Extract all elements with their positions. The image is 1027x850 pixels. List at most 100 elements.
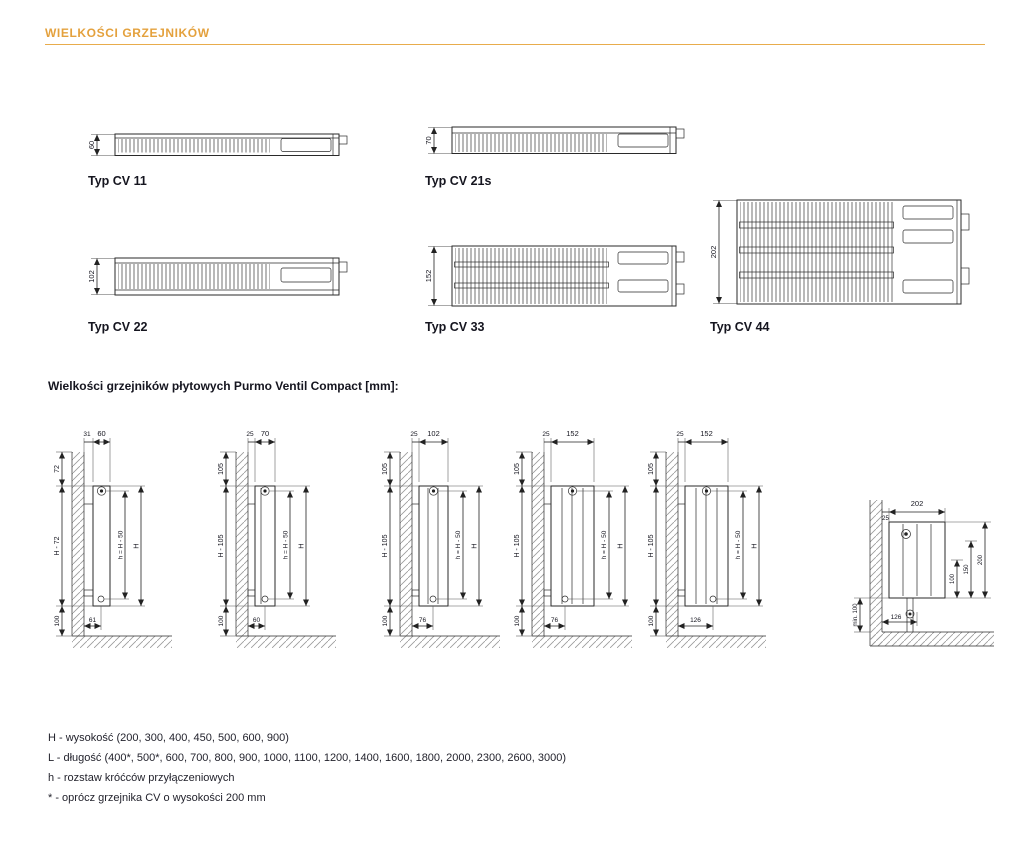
dim-mid-height: 150 — [964, 564, 970, 575]
depth-dimension: 102 — [87, 258, 115, 295]
dim-top-drop: 72 — [54, 465, 61, 473]
dim-wall-offset: 25 — [246, 431, 254, 438]
dim-label: 70 — [424, 136, 433, 144]
dim-floor-gap: 100 — [218, 615, 225, 626]
radiator-panel — [411, 485, 449, 607]
legend-connection-spacing: h - rozstaw króćców przyłączeniowych — [48, 772, 235, 784]
dim-total-height: H — [297, 543, 306, 548]
radiator-body — [451, 245, 685, 307]
dim-label: 60 — [87, 141, 96, 149]
dim-depth: 126 — [690, 617, 701, 624]
dim-label: 152 — [424, 270, 433, 283]
legend: H - wysokość (200, 300, 400, 450, 500, 6… — [48, 732, 566, 812]
radiator-panel — [677, 485, 729, 607]
dim-top-drop: 105 — [218, 463, 225, 475]
dim-wall-offset: 25 — [542, 431, 550, 438]
dim-top-drop: 105 — [648, 463, 655, 475]
dim-wall-offset: 25 — [410, 431, 418, 438]
diagram-cv33-section: 152 — [424, 245, 685, 307]
dim-left-span: H - 105 — [648, 534, 655, 557]
dimensions: 102 25 105 H - 105 100 h = H - 50 H 76 — [382, 429, 483, 637]
type-label-cv44: Typ CV 44 — [710, 320, 770, 334]
convector-fins — [455, 248, 607, 304]
convector-fins — [455, 134, 607, 152]
page-title: WIELKOŚCI GRZEJNIKÓW — [45, 26, 210, 40]
dim-top-width: 70 — [261, 429, 269, 438]
radiator-panel — [247, 485, 276, 607]
header-divider — [45, 44, 985, 45]
dim-depth: 61 — [89, 617, 97, 624]
dim-total-height: H — [132, 543, 141, 548]
dim-total-height: H — [470, 543, 479, 548]
dimensions: 202 25 100 150 200 min. 100 126 — [853, 499, 991, 633]
type-label-cv22: Typ CV 22 — [88, 320, 148, 334]
convector-fins — [118, 264, 270, 289]
convector-fins — [118, 139, 270, 153]
dim-wall-offset: 25 — [676, 431, 684, 438]
type-label-cv11: Typ CV 11 — [88, 174, 147, 188]
dim-top-width: 60 — [97, 429, 105, 438]
dim-conn-spacing: h = H - 50 — [601, 530, 608, 559]
radiator-panel — [543, 485, 595, 607]
diagram-side-cv33: 152 25 105 H - 105 100 h = H - 50 H 76 — [514, 429, 632, 648]
dim-conn-spacing: h = H - 50 — [455, 530, 462, 559]
diagram-cv11-section: 60 — [87, 133, 348, 156]
dim-left-span: H - 105 — [514, 534, 521, 557]
legend-footnote: * - oprócz grzejnika CV o wysokości 200 … — [48, 792, 266, 804]
diagram-side-cv21s: 70 25 105 H - 105 100 h = H - 50 H 60 — [218, 429, 336, 648]
diagram-side-cv44: 152 25 105 H - 105 100 h = H - 50 H 126 — [648, 429, 766, 648]
type-label-cv33: Typ CV 33 — [425, 320, 485, 334]
depth-dimension: 202 — [709, 200, 737, 304]
dim-floor-clearance: min. 100 — [853, 603, 859, 627]
dim-top-width: 202 — [911, 499, 924, 508]
dim-floor-gap: 100 — [54, 615, 61, 626]
legend-length: L - długość (400*, 500*, 600, 700, 800, … — [48, 752, 567, 764]
dim-top-drop: 105 — [514, 463, 521, 475]
section-title: Wielkości grzejników płytowych Purmo Ven… — [48, 379, 399, 393]
radiator-panel — [888, 521, 946, 632]
diagram-cv22-section: 102 — [87, 257, 348, 296]
radiator-body — [114, 257, 348, 296]
wall-and-floor — [235, 452, 336, 648]
dim-conn-spacing: h = H - 50 — [735, 530, 742, 559]
dim-depth: 126 — [891, 614, 902, 621]
dim-depth: 76 — [419, 617, 427, 624]
dim-top-drop: 105 — [382, 463, 389, 475]
dim-wall-offset: 25 — [882, 516, 889, 522]
wall-and-floor — [869, 500, 994, 647]
wall-and-floor — [399, 452, 500, 648]
depth-dimension: 60 — [87, 134, 115, 156]
diagram-floor-detail: 202 25 100 150 200 min. 100 126 — [853, 499, 994, 647]
wall-and-floor — [665, 452, 766, 648]
dim-floor-gap: 100 — [514, 615, 521, 626]
convector-fins — [740, 202, 893, 302]
dimensions: 60 31 72 H - 72 100 h = H - 50 H 61 — [54, 429, 145, 637]
diagram-side-cv11: 60 31 72 H - 72 100 h = H - 50 H 61 — [54, 429, 172, 648]
dim-top-width: 102 — [427, 429, 440, 438]
radiator-body — [451, 126, 685, 154]
type-label-cv21s: Typ CV 21s — [425, 174, 492, 188]
dimensions: 152 25 105 H - 105 100 h = H - 50 H 76 — [514, 429, 629, 637]
depth-dimension: 152 — [424, 246, 452, 306]
diagram-cv21s-section: 70 — [424, 126, 685, 154]
dim-total-height: H — [616, 543, 625, 548]
radiator-body — [114, 133, 348, 156]
radiator-body — [736, 199, 970, 305]
dim-left-span: H - 72 — [54, 536, 61, 555]
dimensions: 70 25 105 H - 105 100 h = H - 50 H 60 — [218, 429, 310, 637]
dim-outer-height: 200 — [978, 554, 984, 565]
dim-label: 102 — [87, 270, 96, 283]
dim-conn-spacing: h = H - 50 — [118, 530, 125, 559]
dim-total-height: H — [750, 543, 759, 548]
dim-top-width: 152 — [700, 429, 713, 438]
dim-left-span: H - 105 — [218, 534, 225, 557]
diagram-cv44-section: 202 — [709, 199, 970, 305]
dim-conn-spacing: h = H - 50 — [283, 530, 290, 559]
dim-inner-height: 100 — [950, 573, 956, 584]
wall-and-floor — [71, 452, 172, 648]
radiator-panel — [83, 485, 111, 607]
diagram-side-cv22: 102 25 105 H - 105 100 h = H - 50 H 76 — [382, 429, 500, 648]
dim-depth: 60 — [253, 617, 261, 624]
dim-wall-offset: 31 — [83, 431, 91, 438]
dim-floor-gap: 100 — [648, 615, 655, 626]
